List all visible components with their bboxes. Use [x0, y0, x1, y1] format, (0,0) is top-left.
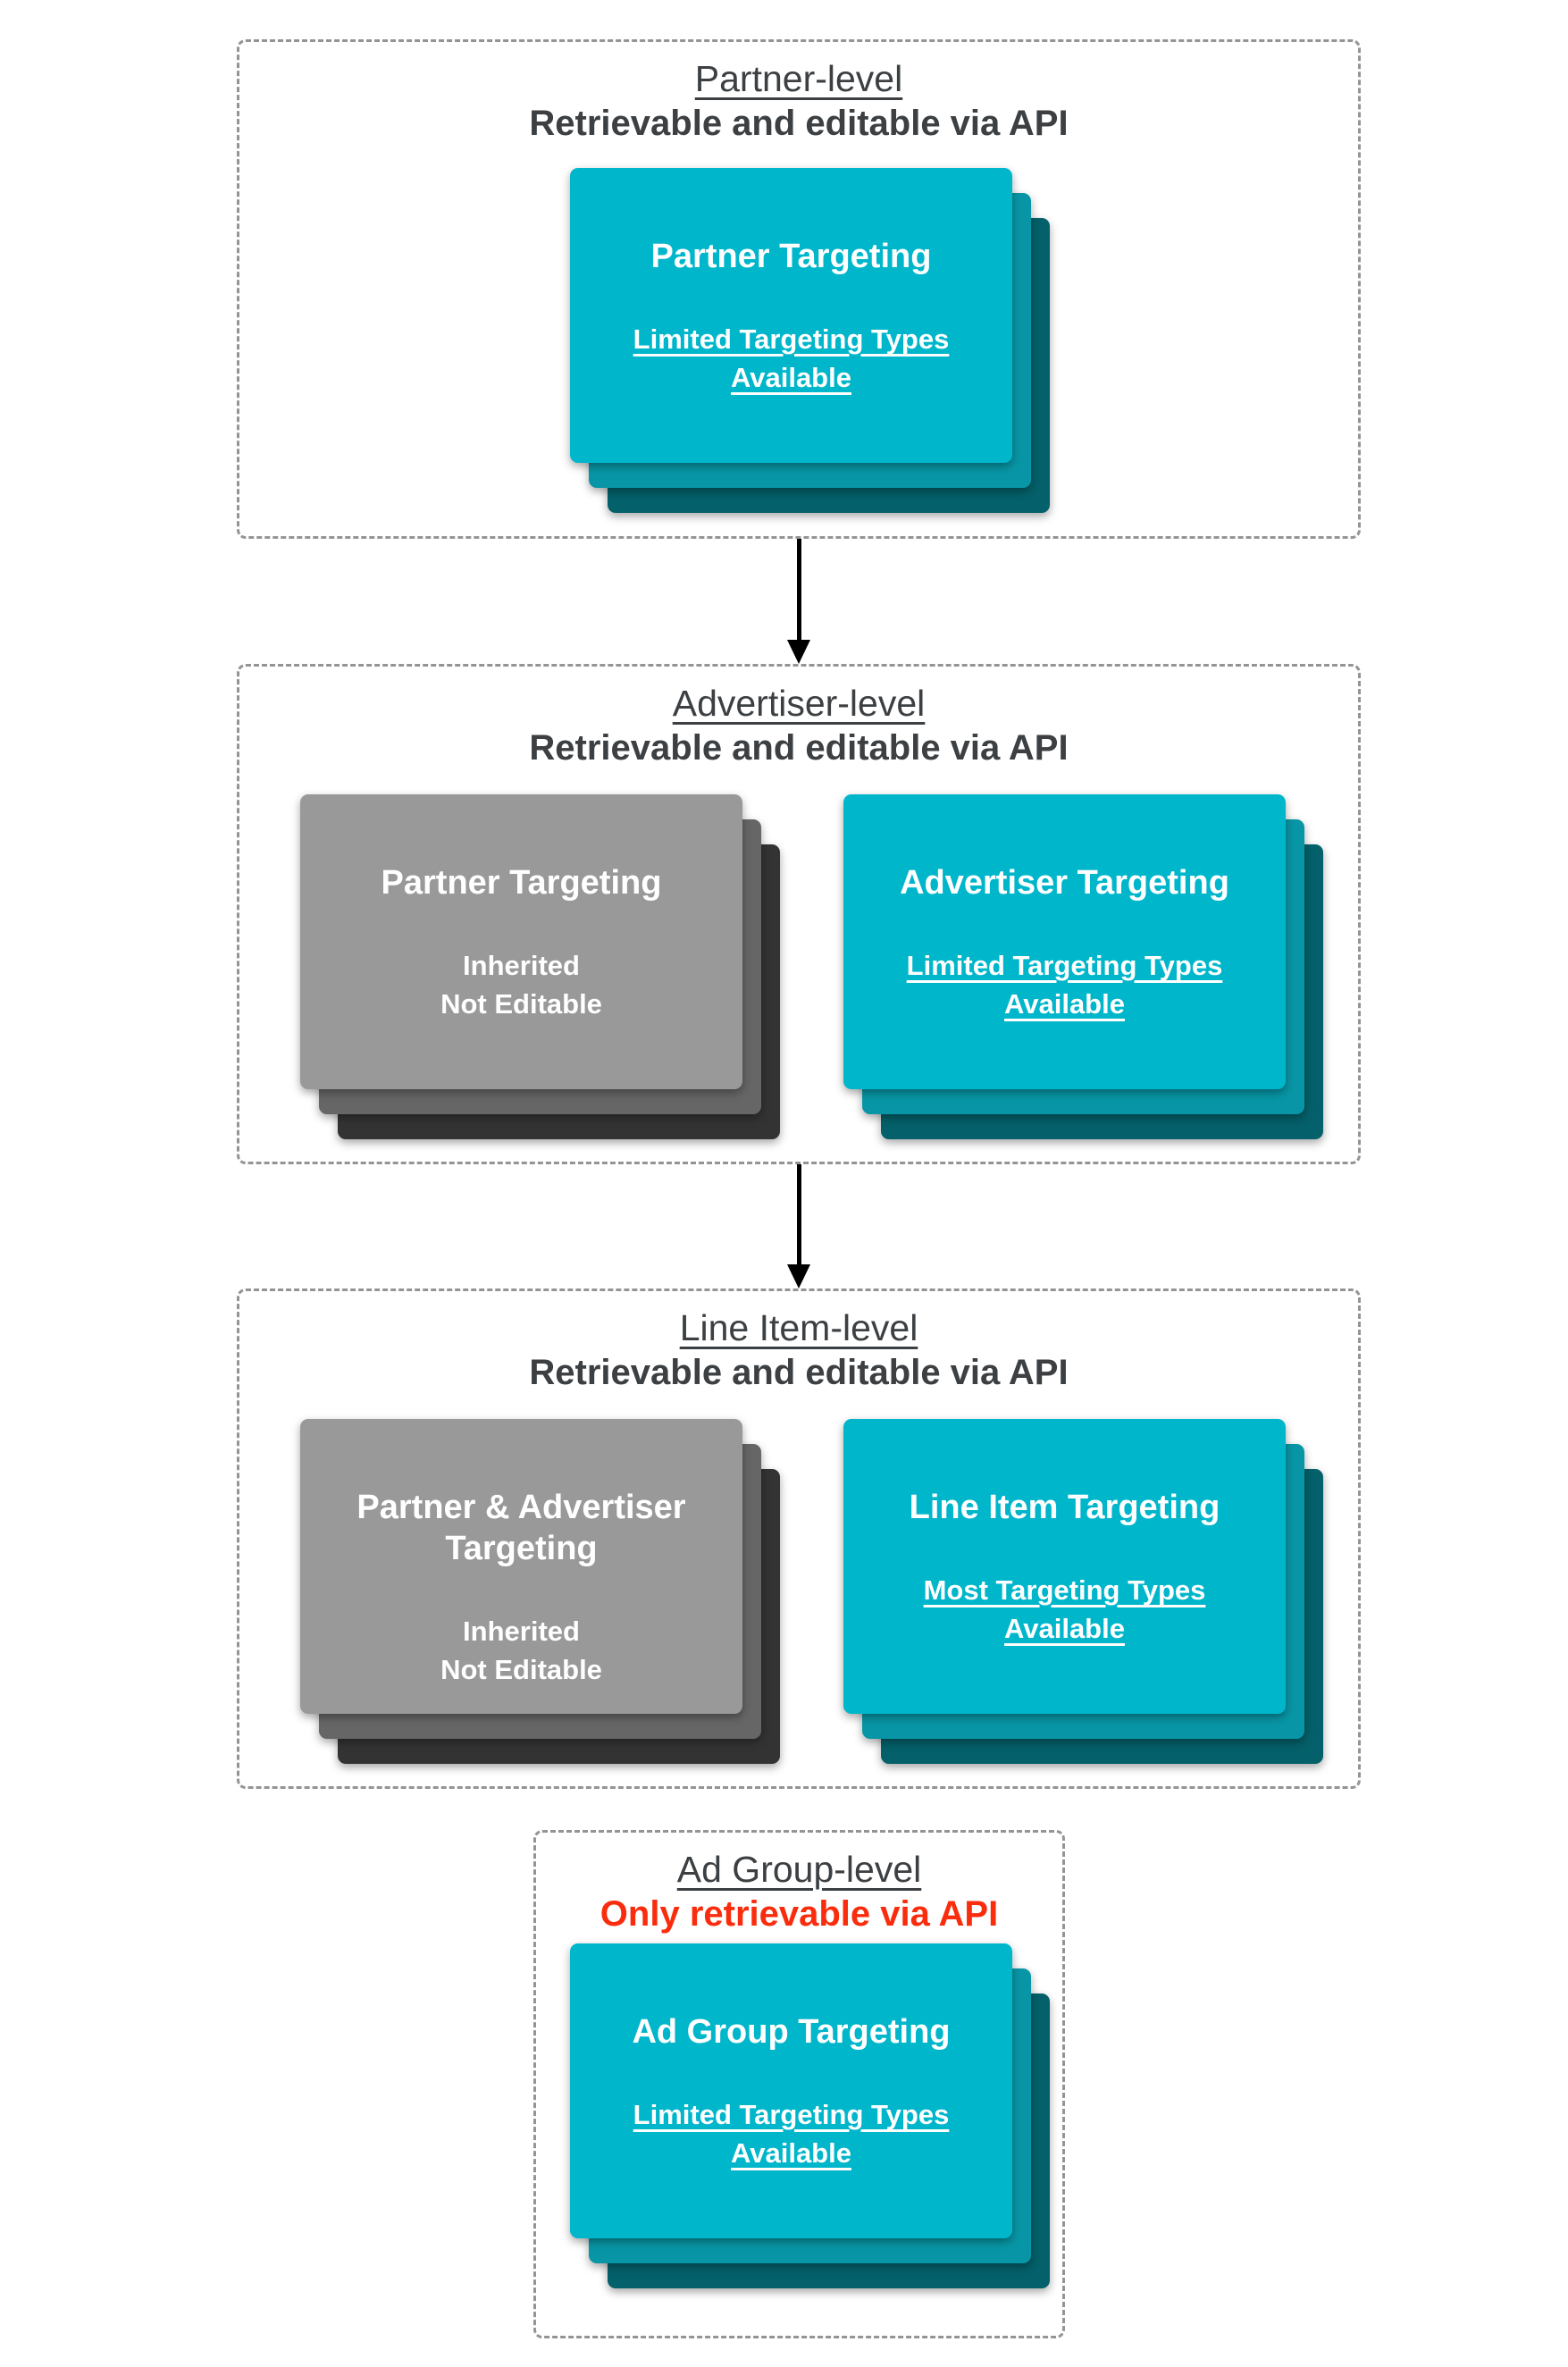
advertiser-targeting-card: Advertiser Targeting Limited Targeting T…	[843, 794, 1286, 1089]
flow-arrow-line	[797, 539, 801, 641]
card-title: Advertiser Targeting	[900, 864, 1229, 902]
advertiser-targeting-card-stack: Advertiser Targeting Limited Targeting T…	[843, 794, 1323, 1139]
section-subtitle: Only retrievable via API	[600, 1894, 999, 1934]
card-title: Partner Targeting	[650, 238, 932, 275]
inherited-partner-targeting-card-stack: Partner Targeting Inherited Not Editable	[300, 794, 780, 1139]
section-title: Partner-level	[694, 58, 903, 99]
section-title: Ad Group-level	[676, 1849, 922, 1890]
section-title: Advertiser-level	[672, 683, 926, 724]
inherited-partner-advertiser-targeting-card: Partner & Advertiser Targeting Inherited…	[300, 1419, 742, 1714]
flow-arrow-line	[797, 1164, 801, 1265]
ad-group-targeting-card: Ad Group Targeting Limited Targeting Typ…	[570, 1943, 1012, 2238]
section-subtitle: Retrievable and editable via API	[529, 1353, 1069, 1392]
section-title: Line Item-level	[679, 1307, 918, 1348]
card-title: Partner Targeting	[381, 864, 662, 902]
line-item-targeting-card-stack: Line Item Targeting Most Targeting Types…	[843, 1419, 1323, 1764]
section-subtitle: Retrievable and editable via API	[529, 728, 1069, 768]
inherited-partner-targeting-card: Partner Targeting Inherited Not Editable	[300, 794, 742, 1089]
card-title: Line Item Targeting	[909, 1489, 1220, 1526]
ad-group-targeting-card-stack: Ad Group Targeting Limited Targeting Typ…	[570, 1943, 1050, 2288]
card-subtitle: Limited Targeting Types Available	[906, 950, 1223, 1020]
flow-arrow-head	[787, 1264, 810, 1288]
line-item-level-section: Line Item-level Retrievable and editable…	[237, 1288, 1361, 1789]
flow-arrow-head	[787, 640, 810, 664]
partner-targeting-card-stack: Partner Targeting Limited Targeting Type…	[570, 168, 1050, 513]
line-item-targeting-card: Line Item Targeting Most Targeting Types…	[843, 1419, 1286, 1714]
ad-group-level-section: Ad Group-level Only retrievable via API …	[533, 1830, 1065, 2338]
section-subtitle: Retrievable and editable via API	[529, 104, 1069, 143]
card-subtitle: Inherited Not Editable	[440, 950, 602, 1020]
partner-targeting-card: Partner Targeting Limited Targeting Type…	[570, 168, 1012, 463]
inherited-partner-advertiser-targeting-card-stack: Partner & Advertiser Targeting Inherited…	[300, 1419, 780, 1764]
partner-level-section: Partner-level Retrievable and editable v…	[237, 39, 1361, 539]
advertiser-level-section: Advertiser-level Retrievable and editabl…	[237, 664, 1361, 1164]
card-subtitle: Most Targeting Types Available	[923, 1574, 1206, 1644]
card-title: Partner & Advertiser Targeting	[356, 1489, 686, 1567]
card-subtitle: Limited Targeting Types Available	[633, 2099, 950, 2169]
card-subtitle: Inherited Not Editable	[440, 1616, 602, 1685]
card-title: Ad Group Targeting	[632, 2013, 951, 2051]
card-subtitle: Limited Targeting Types Available	[633, 323, 950, 393]
